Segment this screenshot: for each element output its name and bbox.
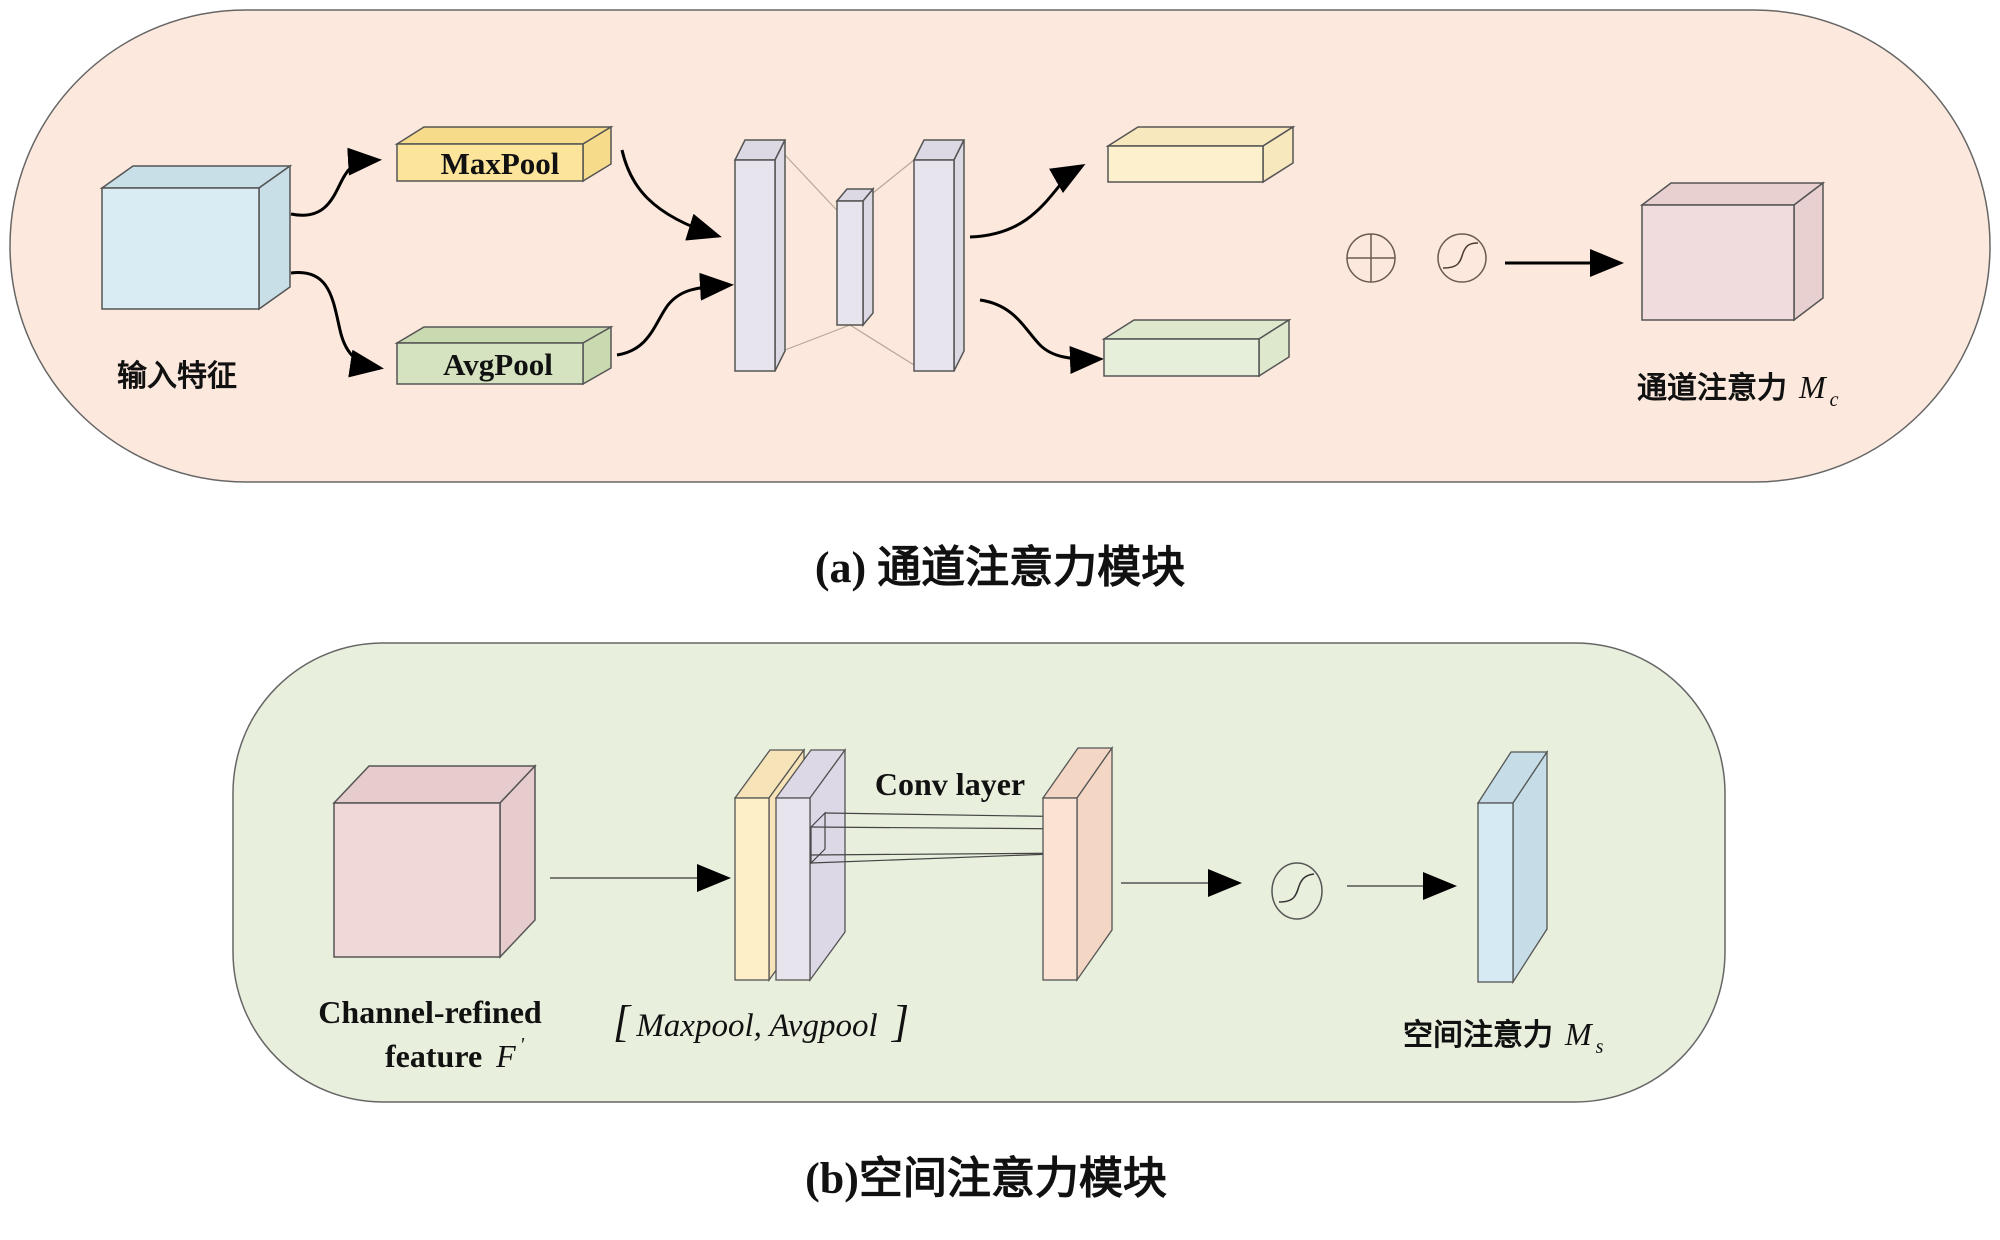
mlp-layer-input <box>733 139 787 372</box>
conv-output-map <box>1041 745 1114 983</box>
max-branch-output <box>1105 125 1296 184</box>
channel-module-caption: (a) 通道注意力模块 <box>815 543 1185 592</box>
channel-attention-module: 输入特征 MaxPool AvgPool <box>9 9 1991 483</box>
avgpool-map <box>774 748 847 982</box>
channel-attention-map-cube <box>1639 181 1826 322</box>
channel-refined-label-line1: Channel-refined <box>318 994 542 1030</box>
arrow-maxpool-to-mlp <box>620 149 722 241</box>
sigmoid-icon <box>1437 233 1487 283</box>
maxpool-label: MaxPool <box>441 146 560 181</box>
sigmoid-icon <box>1271 862 1323 920</box>
arrow-avgpool-to-mlp <box>616 272 734 357</box>
spatial-module-caption: (b)空间注意力模块 <box>805 1154 1167 1203</box>
mlp-layer-output <box>912 139 966 372</box>
bracket-left: [ <box>613 997 632 1046</box>
spatial-attention-module: Channel-refined feature F ' Conv lay <box>232 642 1726 1103</box>
avg-branch-output <box>1101 318 1292 378</box>
concat-label: [ Maxpool, Avgpool ] <box>613 997 909 1046</box>
channel-attention-label: 通道注意力 M c <box>1637 369 1839 411</box>
arrow-input-to-maxpool <box>290 147 382 217</box>
mlp-layer-hidden <box>835 186 875 328</box>
conv-layer-label: Conv layer <box>875 766 1025 802</box>
shared-mlp <box>733 139 966 372</box>
arrow-mlp-to-max-output <box>969 164 1086 239</box>
arrow-input-to-avgpool <box>290 271 384 378</box>
avgpool-label: AvgPool <box>443 347 553 382</box>
maxpool-block: MaxPool <box>394 125 614 183</box>
bracket-right: ] <box>890 997 909 1046</box>
input-feature-cube <box>99 164 293 311</box>
spatial-attention-map <box>1476 749 1549 985</box>
element-wise-sum-icon <box>1346 233 1396 283</box>
input-feature-label: 输入特征 <box>117 359 237 394</box>
arrow-mlp-to-avg-output <box>979 298 1104 374</box>
spatial-attention-label: 空间注意力 M s <box>1403 1016 1604 1058</box>
channel-refined-label-line2: feature F ' <box>385 1034 525 1074</box>
avgpool-block: AvgPool <box>394 325 614 386</box>
channel-refined-feature-cube <box>332 764 537 959</box>
spatial-module-panel <box>232 642 1726 1103</box>
concat-label-text: Maxpool, Avgpool <box>635 1008 877 1044</box>
